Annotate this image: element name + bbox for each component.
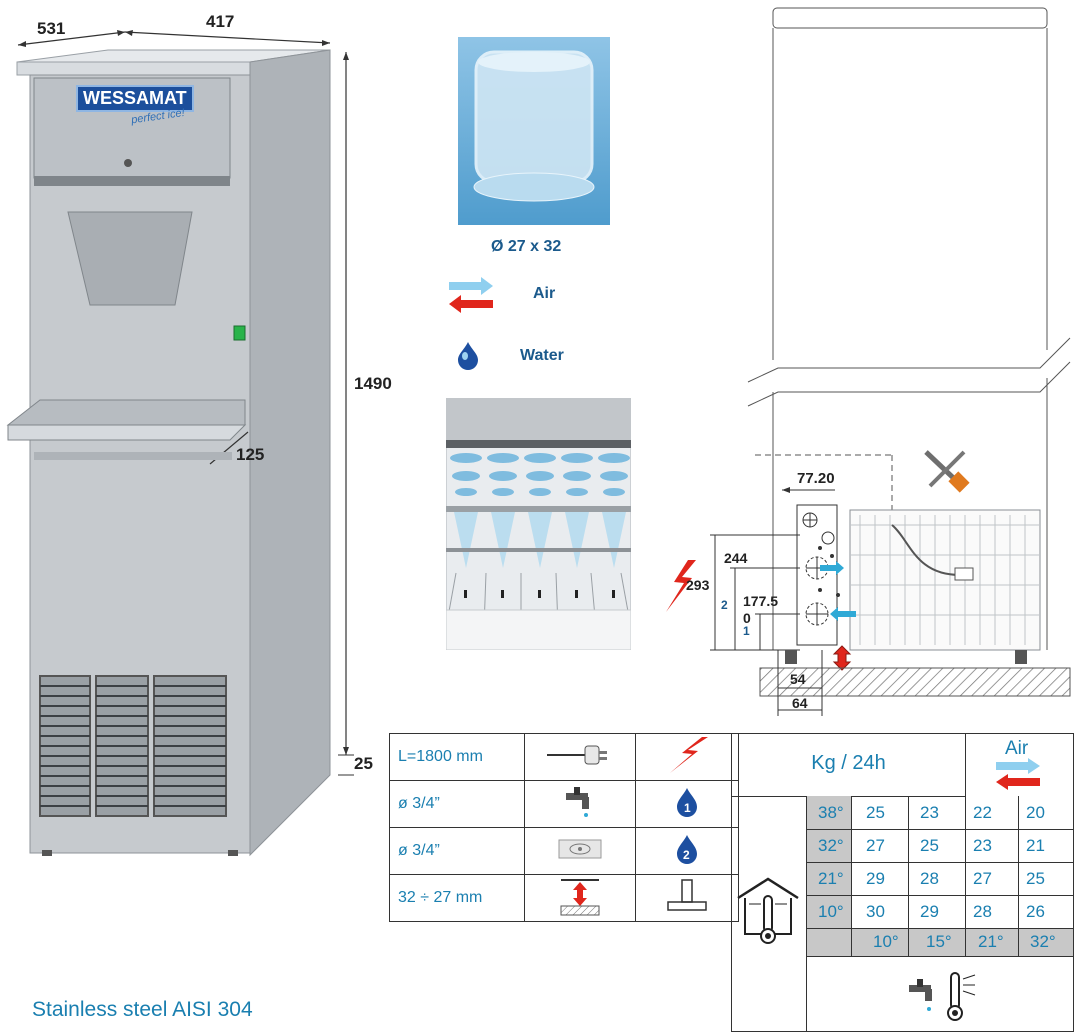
foot-icon xyxy=(635,874,739,922)
height-dimension: 1490 xyxy=(354,374,392,393)
brand-name: WESSAMAT xyxy=(76,85,194,112)
value-cell: 29 xyxy=(920,902,939,921)
spec-label: 32 ÷ 27 mm xyxy=(389,874,525,922)
room-thermometer-icon xyxy=(737,877,799,944)
spec-label: ø 3/4” xyxy=(389,827,525,875)
air-flow-icon xyxy=(449,277,493,313)
floor-drain-icon xyxy=(524,827,636,875)
ice-machine-illustration xyxy=(6,30,354,857)
depth-dimension: 531 xyxy=(37,19,66,38)
air-temp-38: 38° xyxy=(818,803,844,822)
water-temp-32: 32° xyxy=(1030,932,1056,951)
air-header-label: Air xyxy=(1005,738,1029,759)
water-drop-icon xyxy=(458,342,478,370)
ice-cube-photo xyxy=(458,37,610,225)
table-row: 32 ÷ 27 mm xyxy=(389,874,739,922)
dim-0-label: 0 xyxy=(743,610,751,626)
installation-drawing xyxy=(666,7,1071,716)
legend-air-label: Air xyxy=(533,285,556,302)
table-row: L=1800 mm xyxy=(389,733,739,781)
value-cell: 22 xyxy=(973,803,992,822)
tools-icon xyxy=(924,450,970,493)
dim-77-label: 77.20 xyxy=(797,470,835,487)
value-cell: 29 xyxy=(866,869,885,888)
value-cell: 26 xyxy=(1026,902,1045,921)
connection-spec-table: L=1800 mm ø 3/4” 1 ø 3/4” 2 xyxy=(389,733,739,922)
air-temp-21: 21° xyxy=(818,869,844,888)
legend-water-label: Water xyxy=(520,347,564,364)
value-cell: 25 xyxy=(866,803,885,822)
table-row: ø 3/4” 1 xyxy=(389,780,739,828)
height-adjust-icon xyxy=(524,874,636,922)
dim-177-label: 177.5 xyxy=(743,593,779,609)
water-temp-10: 10° xyxy=(873,932,899,951)
water-thermometer-icon xyxy=(909,972,976,1021)
feet-dimension: 25 xyxy=(354,754,373,773)
power-plug-icon xyxy=(524,733,636,781)
value-cell: 27 xyxy=(973,869,992,888)
dim-64-label: 64 xyxy=(792,695,808,711)
value-cell: 30 xyxy=(866,902,885,921)
connection-1-label: 1 xyxy=(743,624,750,638)
dim-244-label: 244 xyxy=(724,550,748,566)
water-drain-2-icon: 2 xyxy=(635,827,739,875)
svg-text:1: 1 xyxy=(684,801,691,815)
svg-text:2: 2 xyxy=(683,848,690,862)
ice-cube-size: Ø 27 x 32 xyxy=(491,238,562,255)
value-cell: 25 xyxy=(1026,869,1045,888)
brand-logo: WESSAMAT perfect ice! xyxy=(76,85,194,126)
spec-label: L=1800 mm xyxy=(389,733,525,781)
water-temp-15: 15° xyxy=(926,932,952,951)
width-dimension: 417 xyxy=(206,12,235,31)
lightning-icon xyxy=(635,733,739,781)
value-cell: 23 xyxy=(973,836,992,855)
value-cell: 28 xyxy=(973,902,992,921)
material-caption: Stainless steel AISI 304 xyxy=(32,998,253,1021)
dim-54-label: 54 xyxy=(790,671,806,687)
value-cell: 27 xyxy=(866,836,885,855)
production-title: Kg / 24h xyxy=(811,752,886,774)
value-cell: 25 xyxy=(920,836,939,855)
dim-293-label: 293 xyxy=(686,577,710,593)
value-cell: 21 xyxy=(1026,836,1045,855)
water-tap-icon xyxy=(524,780,636,828)
air-temp-32: 32° xyxy=(818,836,844,855)
water-inlet-1-icon: 1 xyxy=(635,780,739,828)
air-temp-10: 10° xyxy=(818,902,844,921)
value-cell: 23 xyxy=(920,803,939,822)
connection-2-label: 2 xyxy=(721,598,728,612)
water-temp-21: 21° xyxy=(978,932,1004,951)
tray-dimension: 125 xyxy=(236,445,265,464)
air-header-icon xyxy=(996,758,1040,790)
spray-system-illustration xyxy=(446,398,631,650)
value-cell: 20 xyxy=(1026,803,1045,822)
value-cell: 28 xyxy=(920,869,939,888)
production-table: Kg / 24h Air 38° 32° 21° 10° 25 23 22 20… xyxy=(731,733,1074,1032)
spec-label: ø 3/4” xyxy=(389,780,525,828)
table-row: ø 3/4” 2 xyxy=(389,827,739,875)
